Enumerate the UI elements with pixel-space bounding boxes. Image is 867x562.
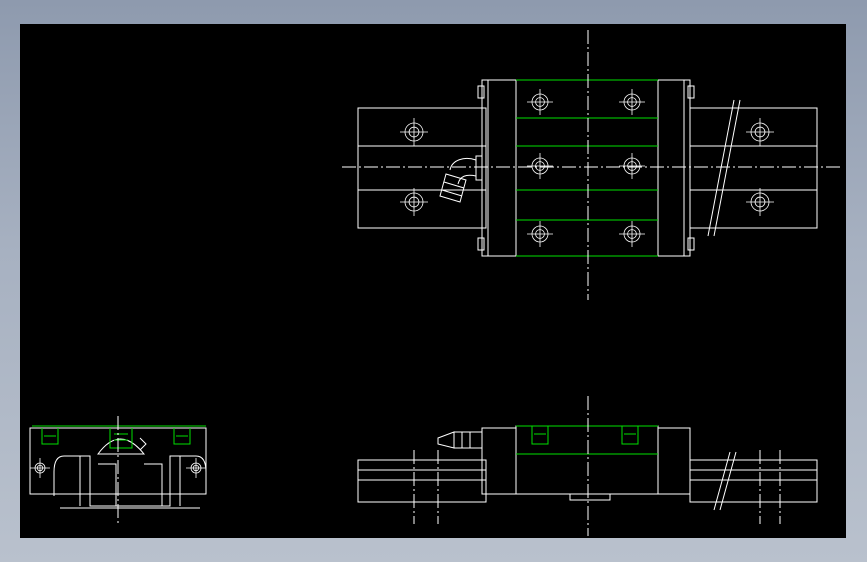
end-seal-right xyxy=(657,79,691,257)
side-rail-left xyxy=(357,459,487,503)
end-view-bolt-right xyxy=(173,428,191,445)
cad-drawing xyxy=(29,30,842,536)
side-grease-nipple xyxy=(437,431,483,449)
mounting-hole xyxy=(527,89,553,115)
side-rail-right xyxy=(689,459,818,503)
mounting-hole xyxy=(527,221,553,247)
mounting-holes xyxy=(30,89,781,524)
side-end-seal-left xyxy=(481,427,517,495)
side-view xyxy=(357,396,818,536)
cad-viewport[interactable] xyxy=(20,24,846,538)
mounting-hole xyxy=(400,118,428,146)
end-view-bolt-left xyxy=(41,428,59,445)
carriage-green-lines xyxy=(516,79,658,257)
side-break-lines xyxy=(713,451,737,511)
side-end-seal-right xyxy=(657,427,691,495)
top-view xyxy=(342,30,842,300)
mounting-hole xyxy=(619,153,645,179)
side-carriage xyxy=(515,425,659,495)
carriage-body xyxy=(515,79,659,257)
mounting-hole xyxy=(527,153,553,179)
mounting-hole xyxy=(400,188,428,216)
side-bolt-1 xyxy=(531,426,549,445)
mounting-hole xyxy=(619,89,645,115)
end-seal-left xyxy=(481,79,517,257)
end-view-ball xyxy=(97,438,146,455)
break-lines xyxy=(707,99,741,237)
mounting-hole xyxy=(30,458,50,478)
mounting-hole xyxy=(619,221,645,247)
rail-left-segment xyxy=(357,107,487,229)
end-view-outline xyxy=(29,427,207,495)
end-view xyxy=(29,416,207,524)
mounting-hole xyxy=(186,458,206,478)
mounting-hole xyxy=(746,118,774,146)
side-bolt-2 xyxy=(621,426,639,445)
mounting-hole xyxy=(746,188,774,216)
grease-nipple xyxy=(439,155,483,203)
